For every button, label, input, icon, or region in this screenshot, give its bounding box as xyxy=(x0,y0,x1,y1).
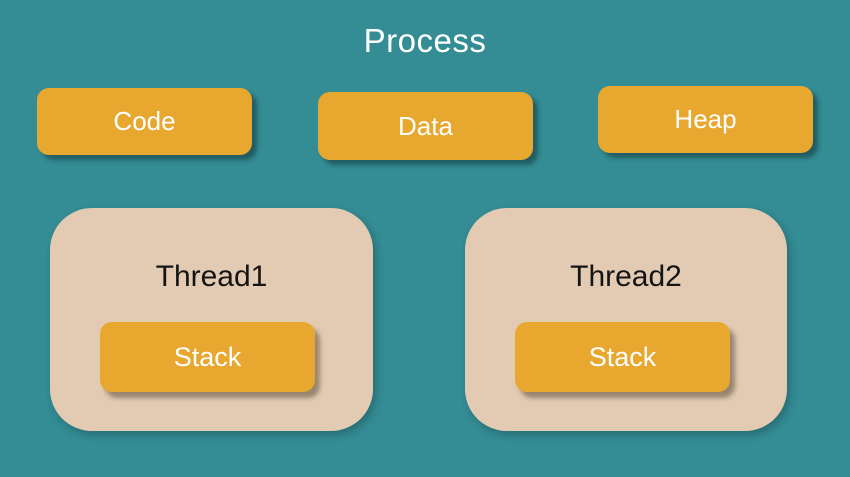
thread2-label: Thread2 xyxy=(570,260,682,293)
thread2-container: Thread2 Stack xyxy=(465,208,787,431)
thread2-stack-box: Stack xyxy=(515,322,730,392)
heap-segment-box: Heap xyxy=(598,86,813,153)
thread1-stack-box: Stack xyxy=(100,322,315,392)
data-segment-box: Data xyxy=(318,92,533,160)
thread2-stack-label: Stack xyxy=(588,341,657,372)
thread1-container: Thread1 Stack xyxy=(50,208,373,431)
heap-segment-label: Heap xyxy=(674,104,737,134)
data-segment-label: Data xyxy=(398,110,453,141)
thread1-stack-label: Stack xyxy=(173,341,242,372)
code-segment-label: Code xyxy=(113,106,176,136)
code-segment-box: Code xyxy=(37,88,252,155)
thread1-label: Thread1 xyxy=(155,260,268,293)
process-title: Process xyxy=(363,22,487,59)
